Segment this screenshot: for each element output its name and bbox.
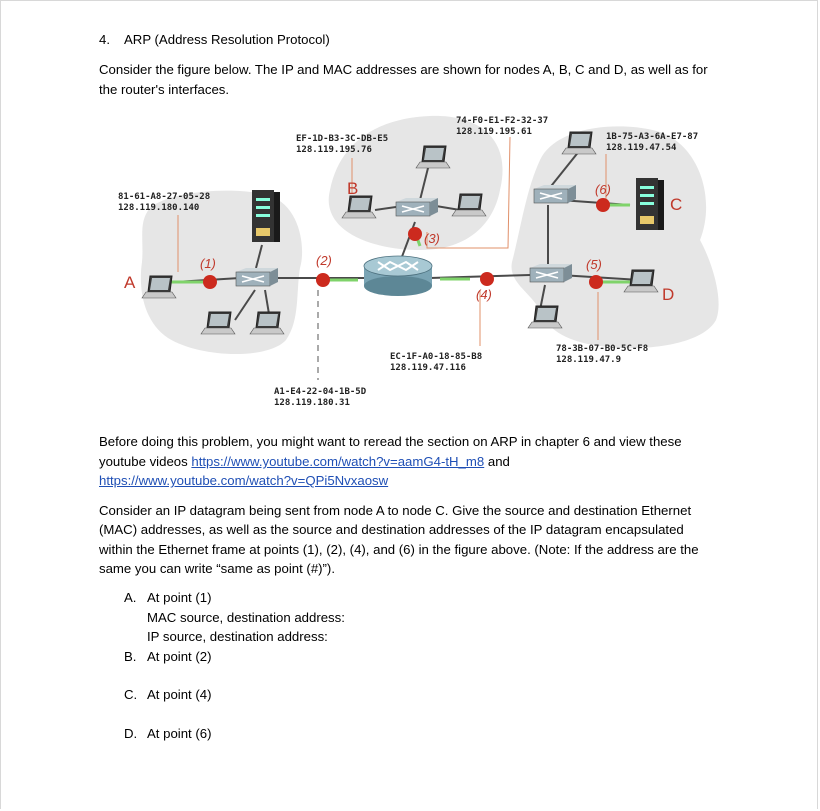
laptop-icon [249, 311, 285, 335]
list-item-a-sub-mac: MAC source, destination address: [147, 610, 345, 625]
laptop-icon [415, 145, 451, 169]
list-item-a: At point (1) [147, 590, 212, 605]
intro-line-2: the router's interfaces. [99, 82, 230, 97]
switch-icon [533, 185, 576, 204]
point-label-6: (6) [595, 182, 611, 197]
subnet-right-bg [511, 126, 719, 349]
para3-line-2: (MAC) addresses, as well as the source a… [99, 522, 684, 537]
laptop-icon [451, 193, 487, 217]
server-icon [636, 178, 664, 230]
list-marker-d: D. [124, 726, 138, 741]
list-marker-a: A. [124, 590, 137, 605]
list-item-c: At point (4) [147, 687, 212, 702]
point-label-4: (4) [476, 287, 492, 302]
interface-point-1 [203, 275, 217, 289]
para2-line-1: Before doing this problem, you might wan… [99, 434, 682, 449]
question-number: 4. [99, 32, 110, 47]
para2-and: and [484, 454, 510, 469]
laptop-icon [200, 311, 236, 335]
question-title: ARP (Address Resolution Protocol) [124, 32, 330, 47]
node-b-label: B [347, 179, 358, 198]
node-c-ip: 128.119.47.54 [606, 143, 677, 153]
router-if3-ip: 128.119.195.61 [456, 127, 532, 137]
para2-line-2: youtube videos https://www.youtube.com/w… [99, 452, 510, 471]
interface-point-4 [480, 272, 494, 286]
list-item-b: At point (2) [147, 649, 212, 664]
youtube-link-2[interactable]: https://www.youtube.com/watch?v=QPi5Nvxa… [99, 473, 389, 488]
node-d-label: D [662, 285, 674, 304]
laptop-icon [341, 195, 377, 219]
node-d-ip: 128.119.47.9 [556, 355, 621, 365]
list-item-d: At point (6) [147, 726, 212, 741]
switch-icon [529, 264, 572, 283]
list-marker-c: C. [124, 687, 138, 702]
interface-point-2 [316, 273, 330, 287]
router-if3-mac: 74-F0-E1-F2-32-37 [456, 116, 548, 126]
youtube-link-1[interactable]: https://www.youtube.com/watch?v=aamG4-tH… [191, 454, 485, 469]
node-c-mac: 1B-75-A3-6A-E7-87 [606, 132, 698, 142]
node-a-ip: 128.119.180.140 [118, 203, 199, 213]
laptop-icon [623, 269, 659, 293]
para3-line-3: within the Ethernet frame at points (1),… [99, 542, 699, 557]
list-item-a-sub-ip: IP source, destination address: [147, 629, 328, 644]
router-icon [363, 255, 433, 296]
server-icon [252, 190, 280, 242]
node-a-label: A [124, 273, 136, 292]
network-figure: A B C D (1) (2) (3) (4) (5) (6) 81-61-A8… [118, 115, 719, 408]
para3-line-1: Consider an IP datagram being sent from … [99, 503, 692, 518]
laptop-icon [527, 305, 563, 329]
point-label-3: (3) [424, 231, 440, 246]
para2-text: youtube videos [99, 454, 192, 469]
point-label-5: (5) [586, 257, 602, 272]
list-marker-b: B. [124, 649, 137, 664]
interface-point-6 [596, 198, 610, 212]
interface-point-3 [408, 227, 422, 241]
interface-point-5 [589, 275, 603, 289]
laptop-icon [141, 275, 177, 299]
para3-line-4: same you can write “same as point (#)”). [99, 561, 335, 576]
point-label-2: (2) [316, 253, 332, 268]
node-c-label: C [670, 195, 682, 214]
switch-icon [395, 198, 438, 217]
router-if2-ip: 128.119.180.31 [274, 398, 350, 408]
router-if4-mac: EC-1F-A0-18-85-B8 [390, 352, 482, 362]
node-b-mac: EF-1D-B3-3C-DB-E5 [296, 134, 388, 144]
node-a-mac: 81-61-A8-27-05-28 [118, 192, 210, 202]
point-label-1: (1) [200, 256, 216, 271]
laptop-icon [561, 131, 597, 155]
node-d-mac: 78-3B-07-B0-5C-F8 [556, 344, 648, 354]
node-b-ip: 128.119.195.76 [296, 145, 372, 155]
router-if2-mac: A1-E4-22-04-1B-5D [274, 387, 367, 397]
intro-line-1: Consider the figure below. The IP and MA… [99, 62, 708, 77]
switch-icon [235, 268, 278, 287]
router-if4-ip: 128.119.47.116 [390, 363, 466, 373]
